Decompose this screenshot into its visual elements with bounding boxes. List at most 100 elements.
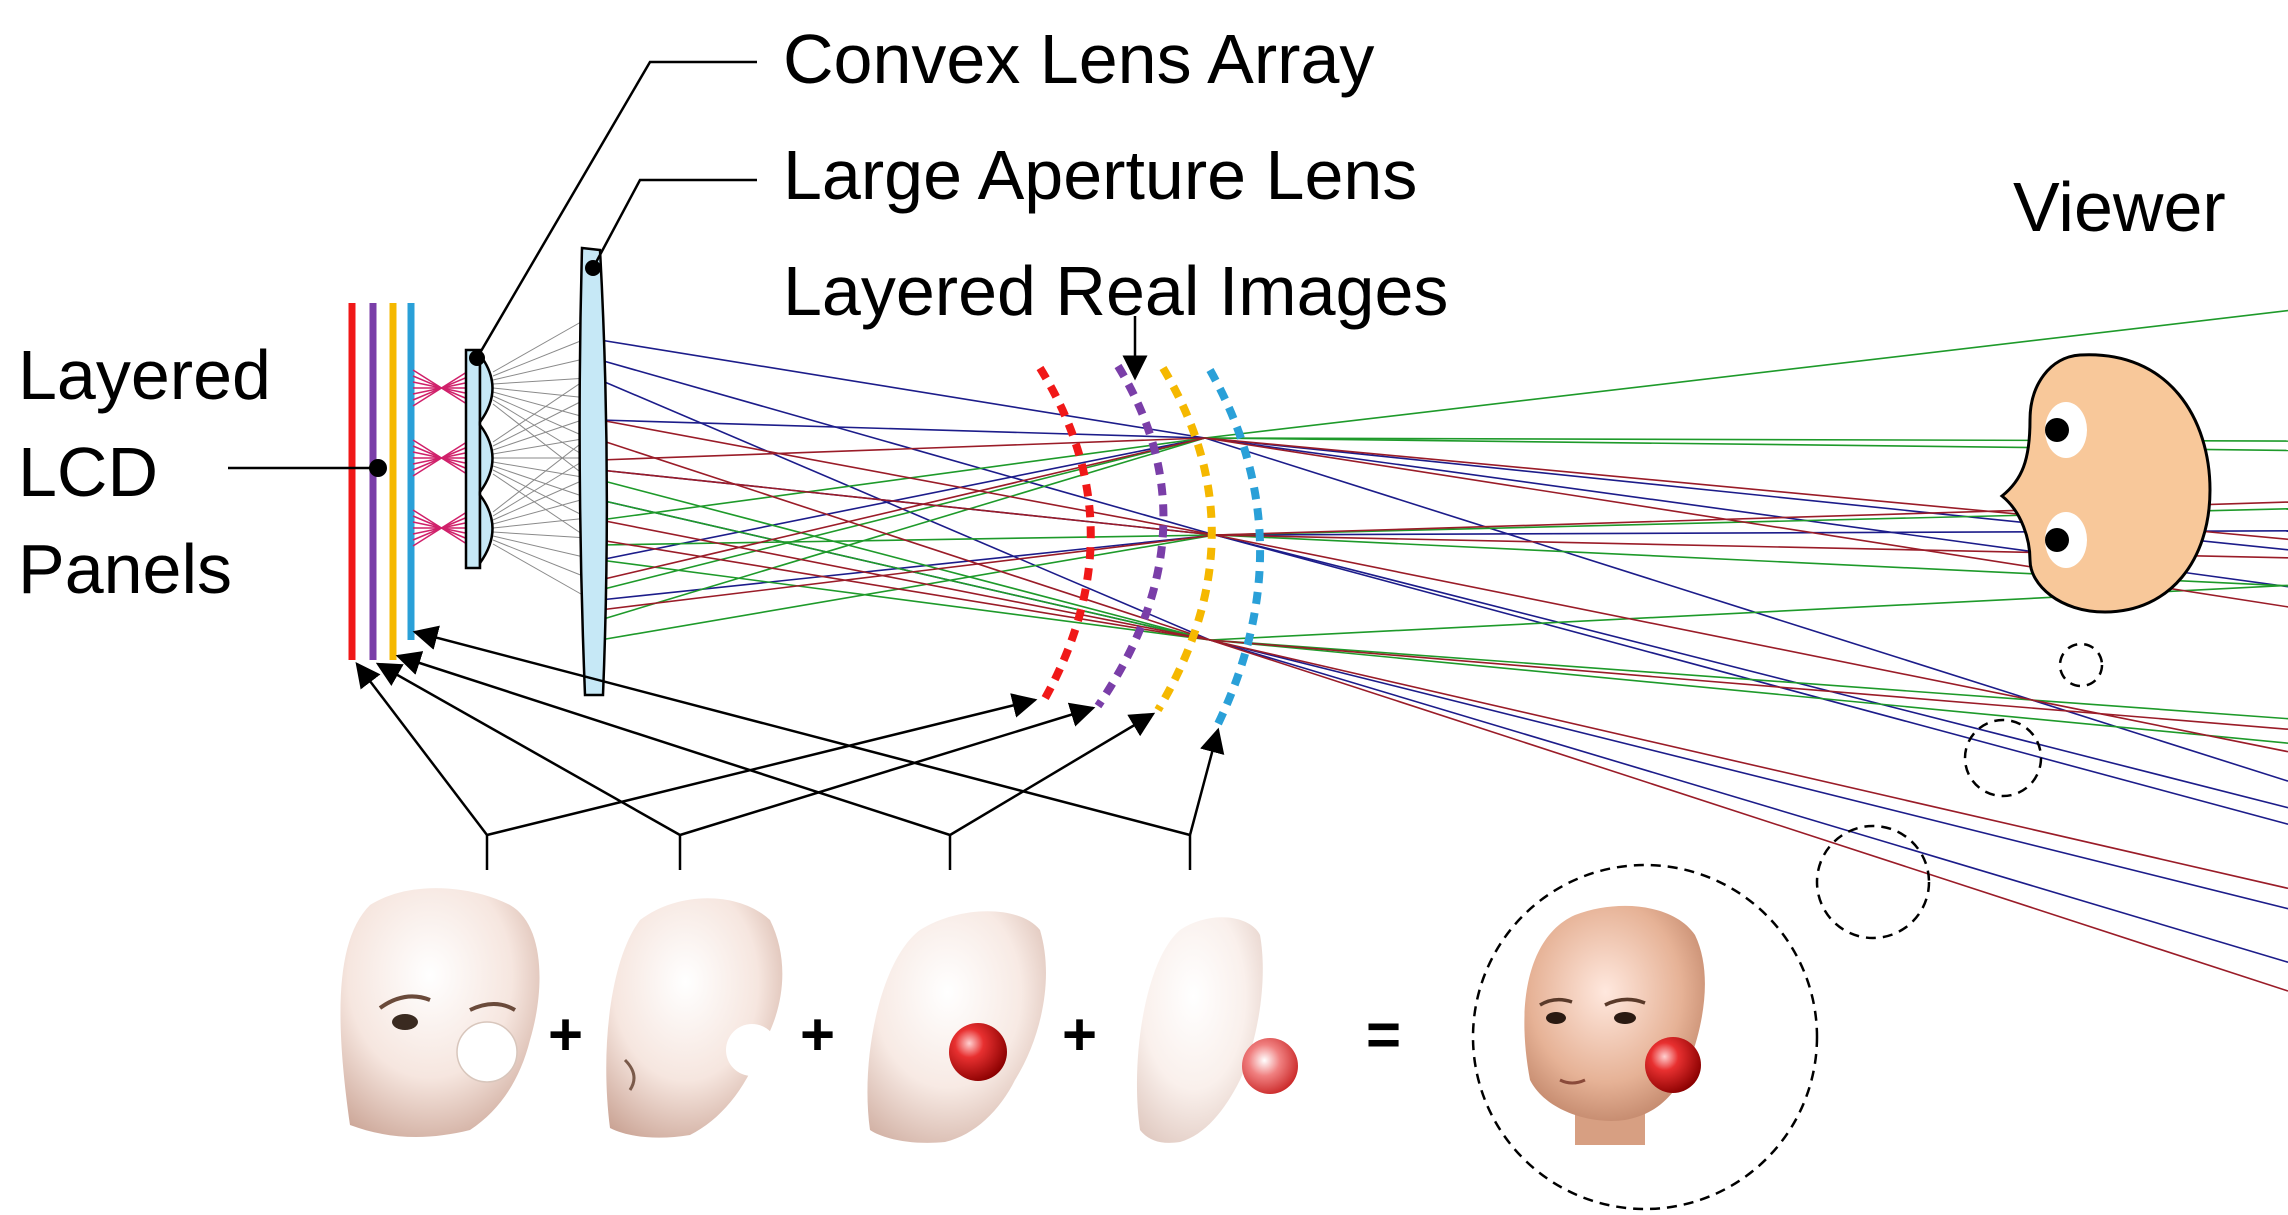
ray-segment-in — [599, 419, 1216, 536]
viewing-zone-small — [2058, 642, 2104, 688]
lenslet-ray — [492, 465, 589, 499]
ray-segment-out — [1209, 639, 2288, 992]
lenslet-ray — [492, 531, 589, 539]
panel-to-lenslet-rays — [412, 317, 589, 599]
lenslet-ray — [492, 357, 589, 381]
face-layer-2-feature — [623, 1058, 636, 1091]
convex-lens-array — [464, 348, 494, 570]
lenslet-ray — [492, 397, 589, 447]
ray-segment-in — [599, 379, 1211, 641]
composite-face-image — [1524, 905, 1705, 1145]
viewer-head-outline — [1999, 353, 2212, 614]
face-layer-1-head — [340, 888, 540, 1137]
panel-ray — [412, 439, 471, 477]
ray-segment-in — [599, 534, 1216, 611]
face-layer-2-head — [606, 898, 783, 1138]
face-layer-2-cheek-hole — [726, 1024, 778, 1076]
equals-operator: = — [1366, 1001, 1402, 1068]
composite-brow-left — [1539, 997, 1573, 1007]
lenslet-ray — [492, 457, 589, 517]
ray-segment-in — [599, 469, 1216, 536]
composite-eye-right — [1614, 1012, 1636, 1024]
viewer-pupil-top — [2045, 418, 2069, 442]
ray-segment-out — [1209, 639, 2288, 720]
viewing-zone-circles — [1471, 642, 2104, 1211]
lenslet-ray — [492, 461, 589, 479]
arrow-layer4-to-blue-panel — [412, 625, 1191, 837]
ray-segment-in — [599, 534, 1216, 641]
ray-segment-in — [599, 437, 1206, 621]
leader-dot-convex-lens-array — [469, 350, 485, 366]
ray-segment-out — [1209, 639, 2288, 744]
ray-segment-out — [1209, 639, 2288, 890]
label-lcd-line-1: Layered — [18, 336, 271, 414]
ray-segment-in — [599, 519, 1211, 641]
layer-connectors — [355, 625, 1225, 870]
real-image-red — [1036, 365, 1095, 704]
viewer-pupil-bottom — [2045, 528, 2069, 552]
lenslet-ray — [492, 337, 589, 377]
ray-segment-in — [599, 439, 1211, 641]
label-large-aperture-lens: Large Aperture Lens — [783, 136, 1418, 214]
arrow-layer1-to-red-image — [486, 693, 1038, 837]
composite-red-sphere — [1645, 1037, 1701, 1093]
lenslet-ray — [492, 403, 589, 479]
ray-segment-in — [599, 437, 1206, 581]
face-layer-image-3 — [867, 911, 1046, 1143]
ray-segment-out — [1209, 639, 2288, 731]
ray-segment-in — [599, 419, 1206, 439]
real-image-blue — [1206, 368, 1264, 726]
lenslet-ray — [492, 539, 589, 579]
label-layered-real-images: Layered Real Images — [783, 252, 1449, 330]
ray-segment-out — [1204, 309, 2288, 439]
real-image-yellow — [1154, 365, 1216, 713]
lenslet-ray — [492, 477, 589, 521]
lenslet-ray — [492, 391, 589, 419]
lenslet-2 — [478, 421, 494, 496]
face-layer-4-head — [1136, 917, 1263, 1143]
arrow-layer1-to-red-panel — [355, 662, 488, 836]
face-layer-1-brow-right — [469, 1002, 517, 1012]
label-convex-lens-array: Convex Lens Array — [783, 20, 1375, 98]
lenslet-ray — [492, 399, 589, 459]
ray-segment-in — [599, 437, 1206, 461]
face-layer-1-brow — [378, 994, 431, 1010]
panel-ray — [412, 509, 471, 547]
leader-convex-lens-array — [475, 60, 757, 359]
panel-ray — [412, 369, 471, 407]
lenslet-ray — [492, 517, 589, 529]
leader-large-aperture-lens — [591, 178, 757, 269]
lenslet-ray — [492, 543, 589, 599]
lenslet-3 — [478, 491, 494, 567]
ray-segment-in — [599, 479, 1211, 641]
face-layer-image-2 — [606, 898, 783, 1138]
label-leaders — [228, 60, 1148, 477]
ray-segment-out — [1209, 639, 2288, 964]
lenslet-ray — [492, 437, 589, 513]
face-layer-1-cheek-hole — [456, 1021, 518, 1083]
ray-segment-out — [1214, 534, 2288, 809]
lenslet-ray — [492, 395, 589, 439]
arrow-layer3-to-yellow-panel — [395, 651, 951, 837]
plus-operator-1: + — [548, 1001, 584, 1068]
ray-segment-out — [1214, 534, 2288, 753]
leader-dot-large-aperture-lens — [585, 260, 601, 276]
viewing-zone-large — [1815, 824, 1931, 940]
face-layer-1-eye — [392, 1014, 418, 1030]
lens-array-base — [464, 348, 482, 570]
ray-segment-in — [599, 559, 1211, 641]
arrow-layer2-to-purple-image — [679, 702, 1096, 837]
lenslet-ray — [492, 497, 589, 525]
label-viewer: Viewer — [2013, 168, 2226, 246]
ray-segment-in — [599, 437, 1206, 521]
plus-operator-3: + — [1062, 1001, 1098, 1068]
lenslet-ray — [492, 417, 589, 451]
ray-segment-out — [1209, 639, 2288, 910]
ray-segment-out — [1204, 437, 2288, 782]
viewer-head-icon — [1999, 353, 2212, 614]
face-layer-3-red-sphere — [949, 1023, 1007, 1081]
label-lcd-line-3: Panels — [18, 530, 233, 608]
composite-brow-right — [1604, 997, 1646, 1007]
ray-segment-in — [599, 499, 1211, 641]
